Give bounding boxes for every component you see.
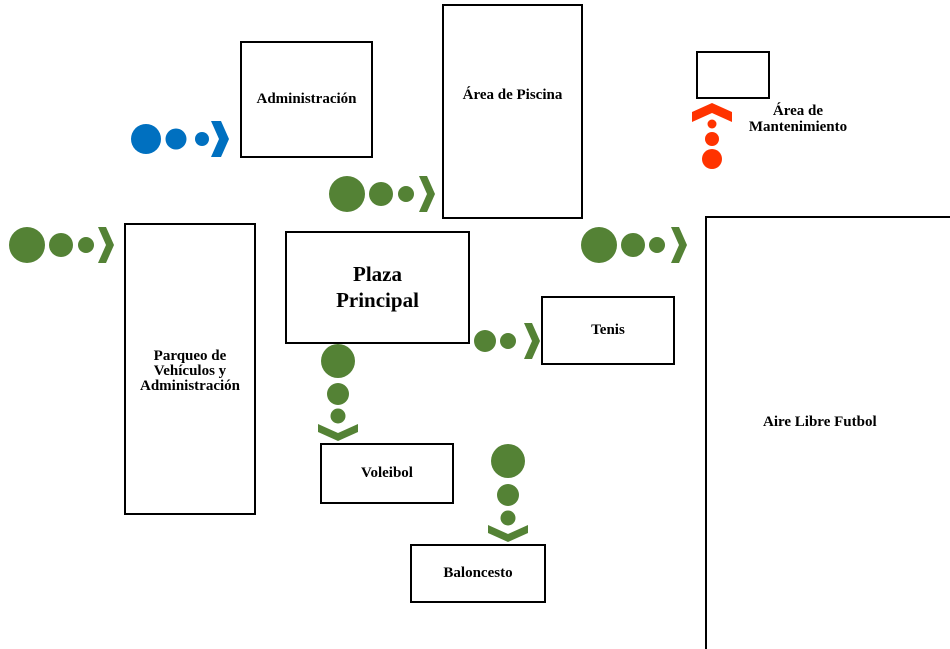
plaza-principal-box: Plaza Principal [285, 231, 470, 344]
arrow-head [318, 424, 358, 441]
arrow-dot [702, 149, 722, 169]
arrow-to-plaza-upper [329, 176, 435, 212]
arrow-dot [321, 344, 355, 378]
arrow-dot [621, 233, 645, 257]
arrow-dot [649, 237, 665, 253]
arrow-to-voleibol [318, 344, 358, 441]
arrow-head [419, 176, 435, 212]
arrow-to-baloncesto [488, 444, 528, 542]
arrow-dot [500, 510, 516, 526]
voleibol-box: Voleibol [320, 443, 454, 504]
arrow-dot [398, 186, 414, 202]
baloncesto-box: Baloncesto [410, 544, 546, 603]
arrow-dot [131, 124, 161, 154]
arrow-dot [165, 128, 187, 150]
arrow-head [98, 227, 114, 263]
arrow-to-parqueo [9, 227, 114, 263]
tenis-box: Tenis [541, 296, 675, 365]
arrow-head [524, 323, 540, 359]
parqueo-box: Parqueo de Vehículos y Administración [124, 223, 256, 515]
arrow-dot [500, 333, 516, 349]
baloncesto-label: Baloncesto [443, 564, 513, 581]
plaza-principal-label: Plaza Principal [336, 262, 419, 312]
arrow-dot [330, 408, 346, 424]
parqueo-label: Parqueo de Vehículos y Administración [139, 348, 240, 394]
arrow-to-mantenimiento [692, 103, 732, 169]
arrow-dot [369, 182, 393, 206]
arrow-dot [474, 330, 496, 352]
arrow-to-tenis [474, 323, 540, 359]
arrow-to-futbol [581, 227, 687, 263]
arrow-dot [49, 233, 73, 257]
arrow-head [671, 227, 687, 263]
tenis-label: Tenis [591, 321, 625, 338]
arrow-dot [491, 444, 525, 478]
administracion-box: Administración [240, 41, 373, 158]
arrow-head [211, 121, 229, 157]
arrow-dot [78, 237, 94, 253]
arrow-dot [497, 484, 519, 506]
arrow-dot [329, 176, 365, 212]
arrow-dot [195, 132, 209, 146]
arrow-dot [705, 132, 719, 146]
futbol-box: Aire Libre Futbol [705, 216, 950, 649]
futbol-label: Aire Libre Futbol [763, 414, 877, 431]
mantenimiento-box [696, 51, 770, 99]
voleibol-label: Voleibol [361, 464, 413, 481]
arrow-dot [9, 227, 45, 263]
arrow-head [692, 103, 732, 122]
arrow-dot [707, 119, 717, 129]
arrow-to-administracion [131, 121, 229, 157]
piscina-box: Área de Piscina [442, 4, 583, 219]
arrow-dot [327, 383, 349, 405]
piscina-label: Área de Piscina [462, 87, 563, 103]
mantenimiento-label: Área de Mantenimiento [748, 103, 848, 135]
administracion-label: Administración [256, 90, 357, 107]
arrow-head [488, 525, 528, 542]
arrow-dot [581, 227, 617, 263]
